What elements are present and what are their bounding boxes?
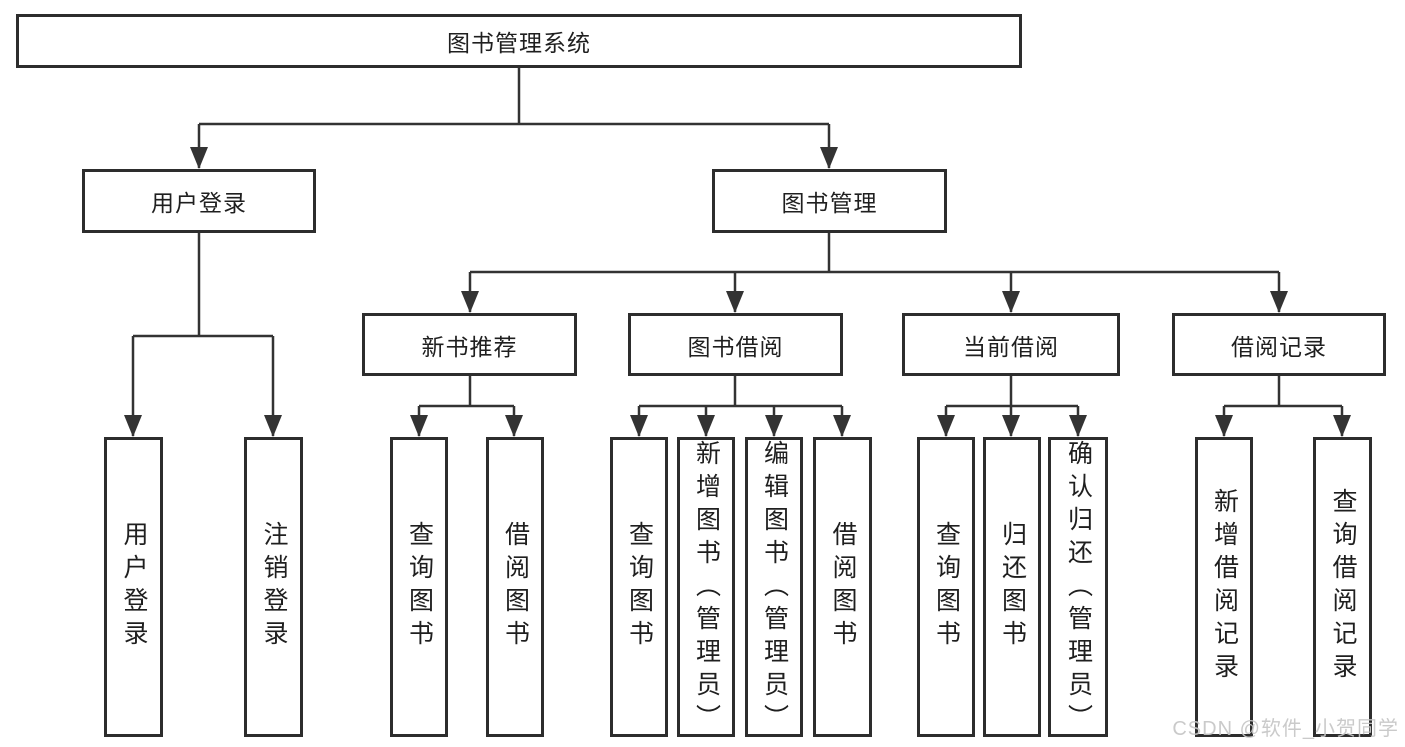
leaf-borrow-books: 借阅图书 [813,437,872,737]
node-book-management: 图书管理 [712,169,947,233]
leaf-query-books-recommend: 查询图书 [390,437,448,737]
node-new-book-recommend: 新书推荐 [362,313,577,376]
node-borrow-records: 借阅记录 [1172,313,1386,376]
leaf-return-books: 归还图书 [983,437,1041,737]
node-root-system: 图书管理系统 [16,14,1022,68]
leaf-query-books-current: 查询图书 [917,437,975,737]
node-current-borrowing: 当前借阅 [902,313,1120,376]
leaf-query-books-borrowing: 查询图书 [610,437,668,737]
node-book-borrowing: 图书借阅 [628,313,843,376]
leaf-edit-books-admin: 编辑图书（管理员） [745,437,803,737]
leaf-add-books-admin: 新增图书（管理员） [677,437,735,737]
csdn-watermark: CSDN @软件_小贺同学 [1172,718,1399,740]
leaf-add-borrow-record: 新增借阅记录 [1195,437,1253,737]
leaf-query-borrow-record: 查询借阅记录 [1313,437,1372,737]
leaf-confirm-return-admin: 确认归还（管理员） [1048,437,1108,737]
node-user-login: 用户登录 [82,169,316,233]
leaf-user-login: 用户登录 [104,437,163,737]
leaf-borrow-books-recommend: 借阅图书 [486,437,544,737]
leaf-logout: 注销登录 [244,437,303,737]
